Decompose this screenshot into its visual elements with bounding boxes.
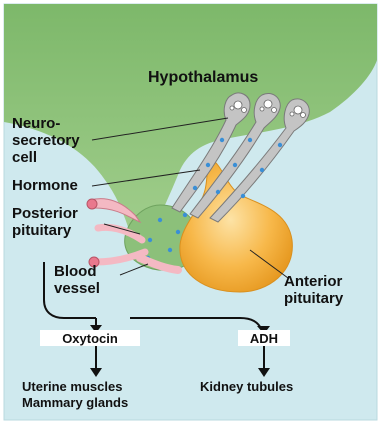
posterior-pituitary-label-1: Posterior bbox=[12, 205, 78, 222]
uterine-muscles-label: Uterine muscles bbox=[22, 379, 122, 394]
adh-label: ADH bbox=[250, 331, 278, 346]
anterior-pituitary-label-2: pituitary bbox=[284, 290, 344, 307]
blood-vessel-label-1: Blood bbox=[54, 263, 97, 280]
neurosecretory-label-2: secretory bbox=[12, 132, 80, 149]
kidney-tubules-label: Kidney tubules bbox=[200, 379, 293, 394]
hypothalamus-label: Hypothalamus bbox=[148, 69, 258, 86]
neurosecretory-label-1: Neuro- bbox=[12, 115, 60, 132]
mammary-glands-label: Mammary glands bbox=[22, 395, 128, 410]
oxytocin-label: Oxytocin bbox=[62, 331, 118, 346]
neurosecretory-label-3: cell bbox=[12, 149, 37, 166]
hormone-label: Hormone bbox=[12, 177, 78, 194]
anterior-pituitary-label-1: Anterior bbox=[284, 273, 343, 290]
posterior-pituitary-label-2: pituitary bbox=[12, 222, 72, 239]
blood-vessel-label-2: vessel bbox=[54, 280, 100, 297]
